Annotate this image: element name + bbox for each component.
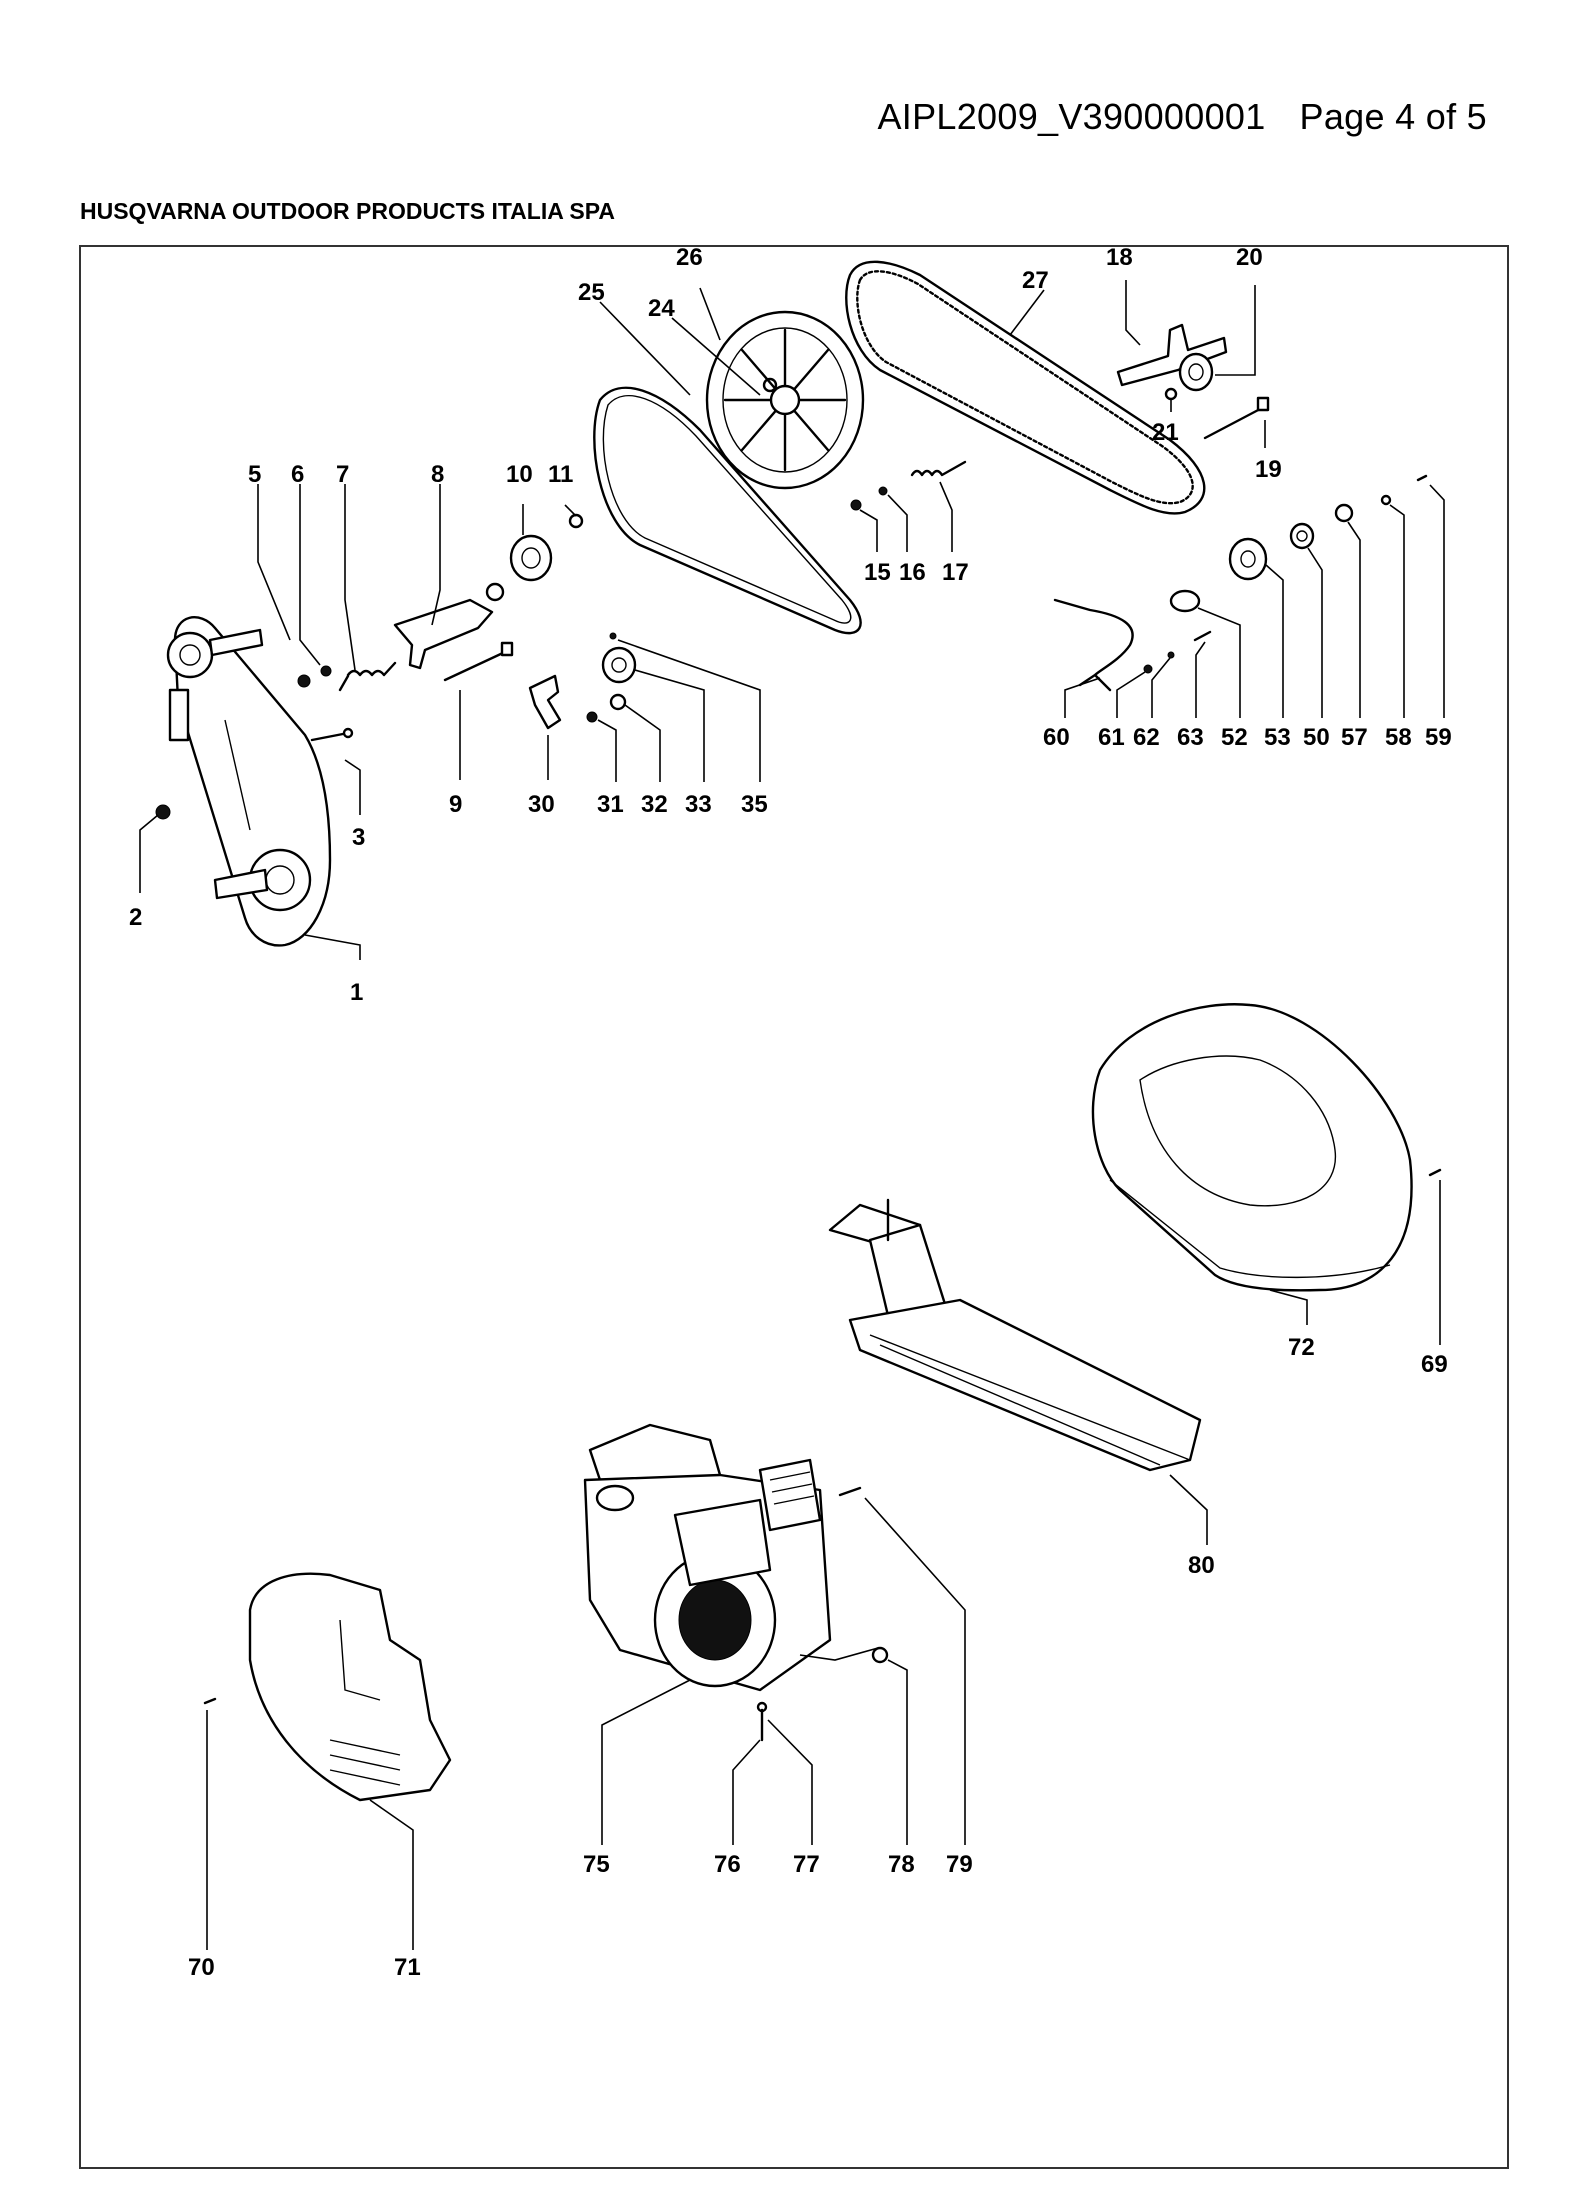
callout-1: 1 <box>350 979 363 1006</box>
callout-59: 59 <box>1425 724 1452 751</box>
part-10-pulley <box>509 534 553 582</box>
part-31-nut <box>586 711 598 723</box>
part-15-nut <box>850 499 862 511</box>
part-32-bolt <box>609 693 627 711</box>
part-21-washer <box>1164 387 1178 401</box>
company-name: HUSQVARNA OUTDOOR PRODUCTS ITALIA SPA <box>80 198 615 224</box>
callout-labels: 5 6 7 8 10 11 9 3 2 1 25 24 26 27 18 20 … <box>129 244 1452 1981</box>
part-63-bolt <box>1193 630 1212 642</box>
part-17-spring <box>910 460 967 477</box>
callout-61: 61 <box>1098 724 1125 751</box>
callout-8: 8 <box>431 461 444 488</box>
part-70-screw <box>203 1697 217 1705</box>
part-52-bushing <box>1169 589 1201 613</box>
callout-69: 69 <box>1421 1351 1448 1378</box>
callout-16: 16 <box>899 559 926 586</box>
part-79-key <box>838 1486 862 1497</box>
diagram-frame <box>79 245 1509 2169</box>
callout-20: 20 <box>1236 244 1263 271</box>
part-5-nut <box>297 674 311 688</box>
part-53-pulley <box>1228 537 1268 581</box>
callout-75: 75 <box>583 1851 610 1878</box>
part-1-chain-case <box>166 616 332 947</box>
callout-57: 57 <box>1341 724 1368 751</box>
part-72-belt-cover <box>1091 1003 1413 1292</box>
part-8-tension-arm <box>393 582 505 670</box>
callout-77: 77 <box>793 1851 820 1878</box>
callout-15: 15 <box>864 559 891 586</box>
part-80-frame <box>828 1198 1202 1472</box>
callout-58: 58 <box>1385 724 1412 751</box>
page-number: Page 4 of 5 <box>1299 96 1487 137</box>
callout-76: 76 <box>714 1851 741 1878</box>
callout-7: 7 <box>336 461 349 488</box>
callout-25: 25 <box>578 279 605 306</box>
part-57-washer <box>1334 503 1354 523</box>
part-20-roller <box>1178 352 1214 392</box>
part-11-washer <box>568 513 584 529</box>
part-35-pin <box>609 632 617 640</box>
callout-62: 62 <box>1133 724 1160 751</box>
callout-53: 53 <box>1264 724 1291 751</box>
part-7-spring <box>338 661 397 692</box>
callout-18: 18 <box>1106 244 1133 271</box>
part-3-bolt <box>310 727 354 742</box>
callout-11: 11 <box>548 461 573 488</box>
callout-26: 26 <box>676 244 703 271</box>
part-78-nut <box>871 1646 889 1664</box>
part-9-bolt <box>443 641 514 682</box>
callout-31: 31 <box>597 791 624 818</box>
callout-71: 71 <box>394 1954 421 1981</box>
part-59-screw <box>1416 474 1428 482</box>
part-6-washer <box>320 665 332 677</box>
part-33-pulley <box>601 646 637 684</box>
callout-78: 78 <box>888 1851 915 1878</box>
callout-33: 33 <box>685 791 712 818</box>
part-75-engine <box>583 1423 832 1692</box>
callout-80: 80 <box>1188 1552 1215 1579</box>
callout-63: 63 <box>1177 724 1204 751</box>
callout-72: 72 <box>1288 1334 1315 1361</box>
part-58-washer <box>1380 494 1392 506</box>
callout-6: 6 <box>291 461 304 488</box>
part-30-bracket <box>528 674 562 730</box>
part-69-screw <box>1428 1168 1442 1177</box>
part-61-nut <box>1143 664 1153 674</box>
part-71-engine-cover <box>248 1572 452 1802</box>
leader-lines <box>139 280 1445 1950</box>
callout-50: 50 <box>1303 724 1330 751</box>
callout-32: 32 <box>641 791 668 818</box>
callout-10: 10 <box>506 461 533 488</box>
callout-9: 9 <box>449 791 462 818</box>
callout-2: 2 <box>129 904 142 931</box>
callout-30: 30 <box>528 791 555 818</box>
part-60-spring-clip <box>1053 598 1134 692</box>
document-id: AIPL2009_V390000001 <box>877 96 1266 137</box>
callout-3: 3 <box>352 824 365 851</box>
part-24-hub <box>762 377 778 393</box>
callout-52: 52 <box>1221 724 1248 751</box>
part-2-nut <box>155 804 171 820</box>
callout-27: 27 <box>1022 267 1049 294</box>
callout-5: 5 <box>248 461 261 488</box>
part-25-v-belt <box>593 386 862 635</box>
part-62-washer <box>1167 651 1175 659</box>
callout-79: 79 <box>946 1851 973 1878</box>
part-19-bolt <box>1203 396 1270 440</box>
document-header: AIPL2009_V390000001 Page 4 of 5 <box>877 96 1487 138</box>
callout-60: 60 <box>1043 724 1070 751</box>
callout-19: 19 <box>1255 456 1282 483</box>
callout-24: 24 <box>648 295 675 322</box>
callout-17: 17 <box>942 559 969 586</box>
part-50-bearing <box>1289 522 1315 550</box>
callout-21: 21 <box>1152 419 1179 446</box>
part-27-toothed-belt <box>845 260 1206 515</box>
callout-70: 70 <box>188 1954 215 1981</box>
callout-35: 35 <box>741 791 768 818</box>
part-16-washer <box>878 486 888 496</box>
part-18-bracket <box>1116 323 1228 387</box>
part-26-large-pulley <box>705 310 865 490</box>
